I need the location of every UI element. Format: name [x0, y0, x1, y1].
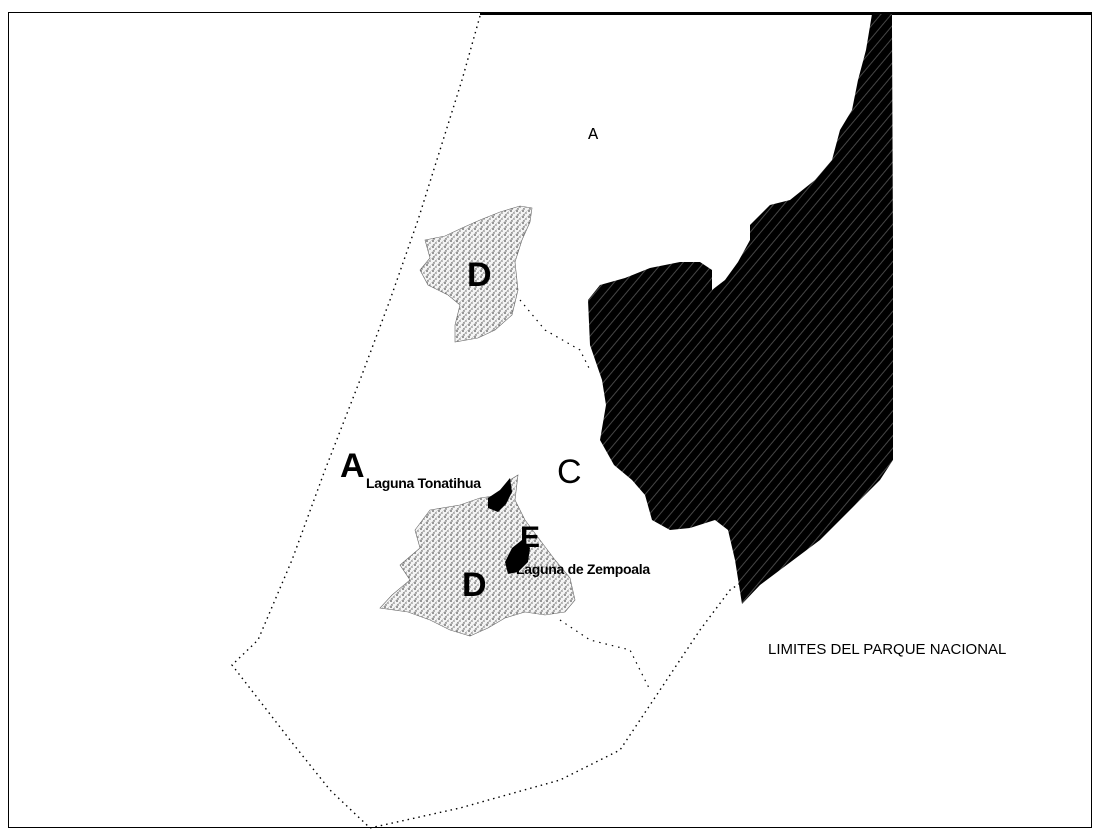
zone-label-d-upper: D	[467, 256, 492, 294]
lake-zempoala-shape	[505, 540, 530, 574]
park-boundary-inner-south	[559, 619, 651, 691]
park-boundary-inner	[519, 299, 591, 371]
place-label-laguna-zempoala: Laguna de Zempoala	[516, 561, 650, 577]
zone-label-a-left: A	[340, 447, 365, 485]
dark-zone	[588, 14, 893, 604]
lake-tonatihua-shape	[488, 478, 512, 512]
place-label-laguna-tonatihua: Laguna Tonatihua	[366, 475, 481, 491]
map-frame	[8, 12, 1092, 828]
stipple-zone-upper	[419, 205, 533, 343]
zone-label-d-lower: D	[462, 566, 487, 604]
zone-label-e: E	[520, 521, 541, 554]
legend-park-limits: LIMITES DEL PARQUE NACIONAL	[768, 641, 1007, 658]
stipple-zone-lower	[379, 474, 576, 637]
park-boundary-west	[231, 15, 481, 829]
zone-label-c: C	[557, 453, 582, 491]
zone-label-a-top: A	[588, 126, 599, 145]
